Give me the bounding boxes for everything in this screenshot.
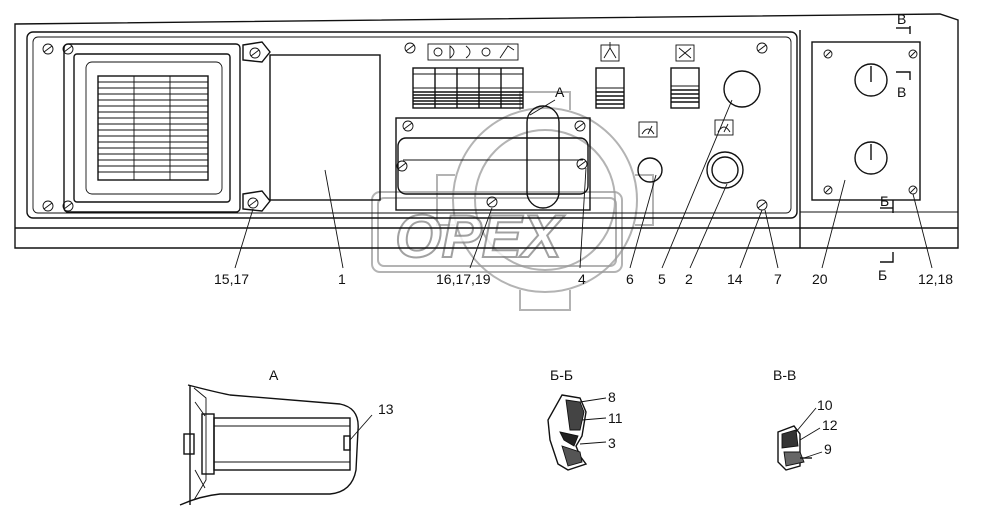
wiper-icon — [638, 119, 734, 138]
section-a-label: А — [555, 84, 565, 100]
section-v-bottom-label: В — [897, 84, 906, 100]
instrument-frame — [395, 117, 591, 211]
blank-plate — [269, 54, 381, 201]
callout-5: 5 — [658, 271, 666, 287]
indicator-lens — [637, 157, 663, 183]
section-bb-title: Б-Б — [550, 367, 573, 383]
callout-10: 10 — [817, 397, 833, 413]
round-knob — [723, 70, 761, 108]
detail-a-marker — [526, 105, 560, 209]
callout-15-17: 15,17 — [214, 271, 249, 287]
leader-lines — [234, 99, 933, 269]
section-b-bottom-label: Б — [878, 267, 887, 283]
ventilation-grille — [63, 43, 241, 213]
light-icons — [433, 45, 515, 59]
cigarette-socket — [706, 151, 744, 189]
callout-8: 8 — [608, 389, 616, 405]
detail-a-title: А — [269, 367, 279, 383]
dashboard-panel — [14, 13, 959, 249]
mounting-clips — [242, 41, 271, 212]
callout-2: 2 — [685, 271, 693, 287]
rocker-switch-left — [595, 42, 625, 109]
section-vv-title: В-В — [773, 367, 796, 383]
callout-4: 4 — [578, 271, 586, 287]
callout-7: 7 — [774, 271, 782, 287]
callout-12: 12 — [822, 417, 838, 433]
section-bb-view — [547, 394, 607, 471]
callout-1: 1 — [338, 271, 346, 287]
section-vv-view — [777, 407, 823, 471]
section-v-top-label: В — [897, 11, 906, 27]
panel-screws — [42, 42, 768, 212]
watermark-gear — [371, 91, 654, 311]
callout-13: 13 — [378, 401, 394, 417]
side-panel — [811, 41, 921, 201]
watermark-text: OPEX — [395, 203, 566, 270]
callout-3: 3 — [608, 435, 616, 451]
callout-20: 20 — [812, 271, 828, 287]
callout-6: 6 — [626, 271, 634, 287]
callout-9: 9 — [824, 441, 832, 457]
callout-11: 11 — [608, 410, 623, 426]
switch-block — [412, 43, 524, 109]
callout-14: 14 — [727, 271, 743, 287]
callout-16-17-19: 16,17,19 — [436, 271, 491, 287]
section-b-top-label: Б — [880, 193, 889, 209]
detail-a-view — [179, 384, 373, 506]
rocker-switch-fan — [670, 44, 700, 109]
section-marks — [880, 26, 911, 263]
callout-12-18: 12,18 — [918, 271, 953, 287]
